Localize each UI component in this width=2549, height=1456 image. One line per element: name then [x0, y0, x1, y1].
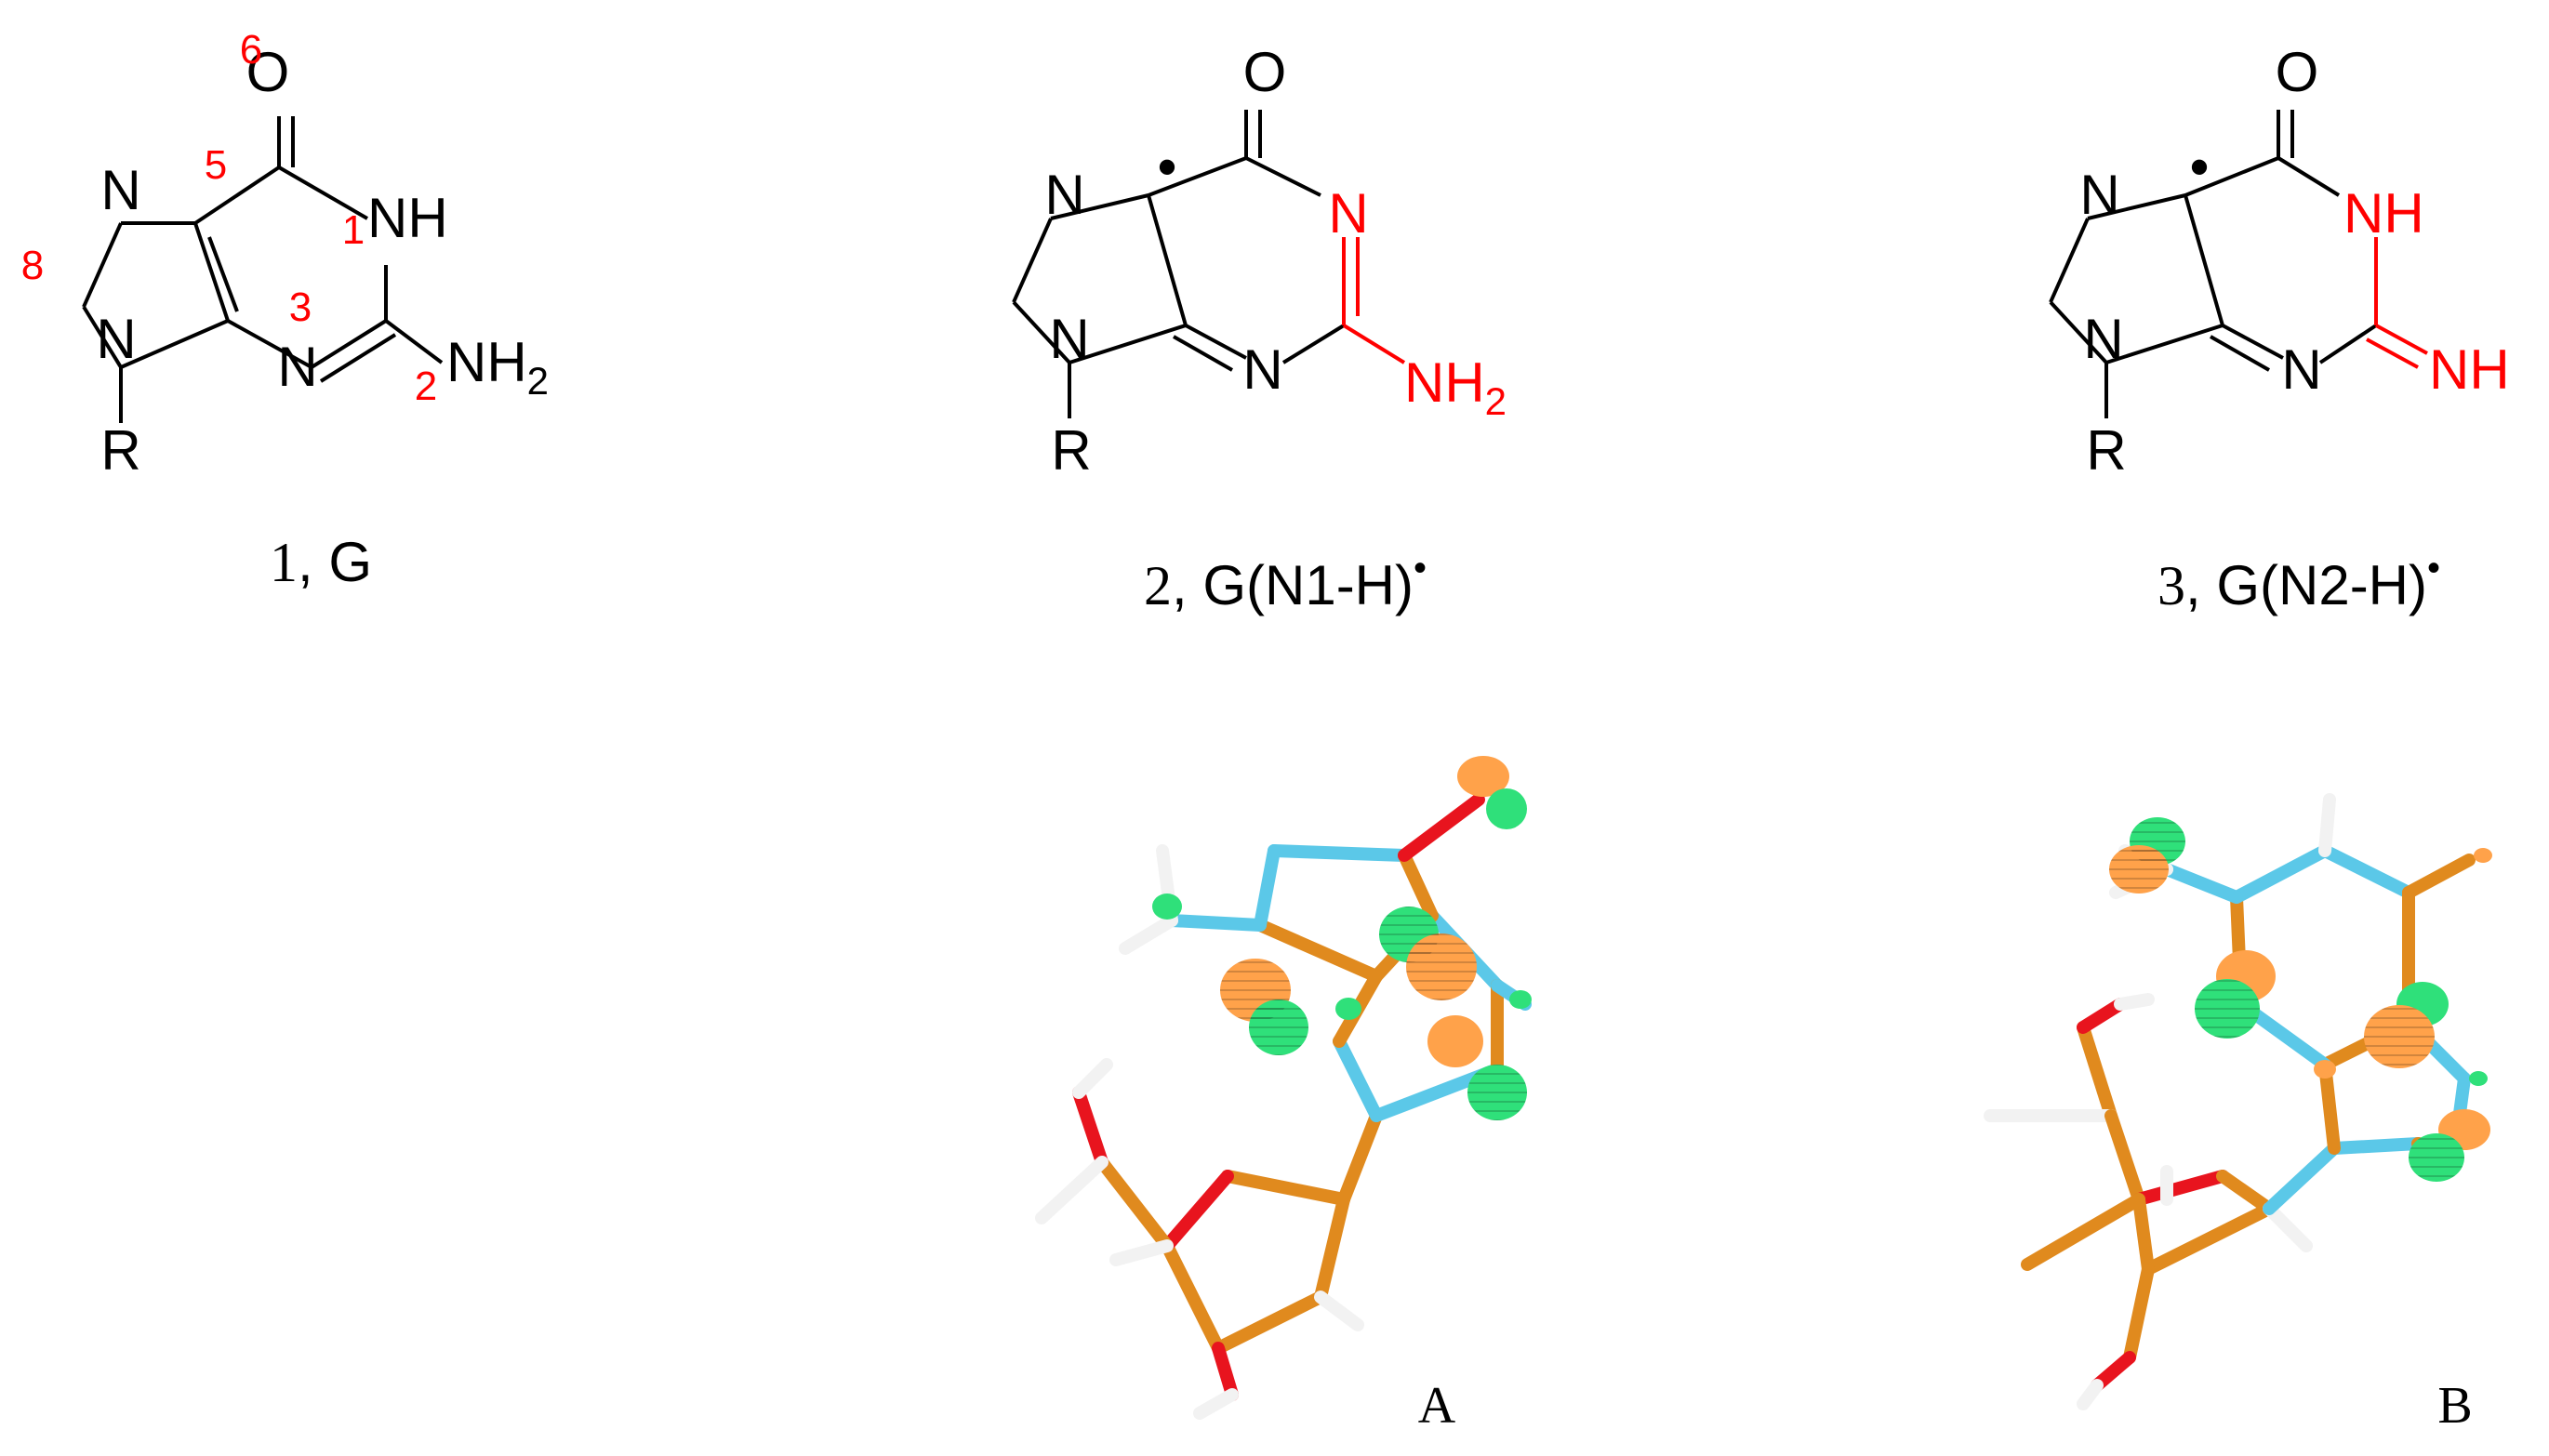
- position-6-label: 6: [240, 27, 262, 73]
- structure-1-caption: 1, G: [270, 531, 372, 593]
- n3-label: N: [277, 336, 317, 398]
- position-5-label: 5: [205, 142, 227, 188]
- panel-label-B: B: [2437, 1377, 2472, 1435]
- nh-label: NH: [2429, 338, 2510, 401]
- oxygen-label: O: [1243, 41, 1287, 103]
- structure-3-caption: 3, G(N2-H)•: [2157, 548, 2440, 616]
- position-8-label: 8: [21, 243, 44, 288]
- subscript-2: 2: [527, 359, 549, 403]
- n1h-label: NH: [2343, 182, 2424, 245]
- n7-label: N: [2079, 164, 2119, 226]
- structure-3-radical: [2049, 110, 2428, 418]
- n9-label: N: [96, 308, 136, 370]
- oxygen-label: O: [2276, 41, 2319, 103]
- structure-2-atom-labels: O N • N N N NH2 R: [1044, 41, 1507, 482]
- structure-2-radical: [1012, 110, 1406, 418]
- n3-label: N: [1242, 338, 1282, 401]
- r-label: R: [100, 419, 140, 482]
- structure-1-atom-labels: O N NH N N NH2 R: [96, 41, 549, 482]
- structure-2-caption: 2, G(N1-H)•: [1144, 548, 1427, 616]
- position-3-label: 3: [289, 285, 312, 330]
- structure-3-atom-labels: O N • NH N N NH R: [2079, 41, 2509, 482]
- radical-dot: •: [2189, 136, 2209, 198]
- n1-label: N: [1328, 182, 1368, 245]
- spin-density-model-A-icon: [1035, 756, 1532, 1420]
- position-2-label: 2: [415, 364, 437, 409]
- n1h-label: NH: [367, 187, 448, 249]
- oxygen-label: O: [246, 41, 290, 103]
- n3-label: N: [2281, 338, 2321, 401]
- structure-1-guanine: [82, 116, 444, 423]
- spin-density-model-B-icon: [1984, 793, 2492, 1410]
- radical-dot: •: [1157, 136, 1176, 198]
- position-1-label: 1: [342, 207, 365, 253]
- n7-label: N: [1044, 164, 1084, 226]
- r-label: R: [2086, 419, 2126, 482]
- n9-label: N: [1049, 308, 1089, 370]
- nh2-label: NH2: [446, 331, 549, 403]
- n7-label: N: [100, 159, 140, 221]
- nh2-label: NH2: [1404, 351, 1507, 423]
- r-label: R: [1051, 419, 1091, 482]
- n9-label: N: [2083, 308, 2123, 370]
- panel-label-A: A: [1418, 1377, 1456, 1435]
- structure-1-numbering: 6 5 1 8 3 2: [21, 27, 437, 409]
